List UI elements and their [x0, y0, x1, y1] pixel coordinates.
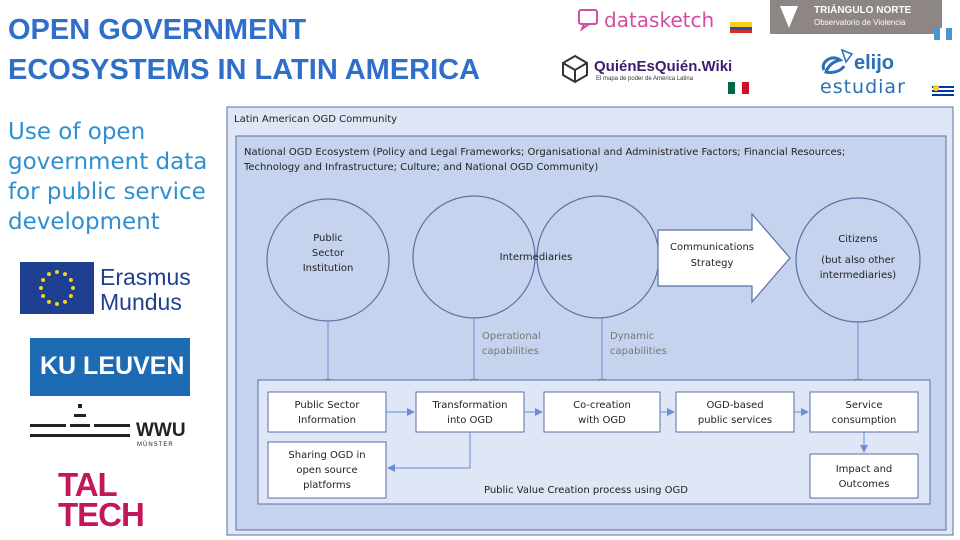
triangle-icon [780, 6, 798, 28]
pencil-e-icon [821, 48, 854, 74]
sharing-box [267, 441, 387, 499]
cube-icon [562, 54, 588, 84]
ku-leuven-logo: KU LEUVEN [30, 338, 190, 396]
eu-star [47, 272, 51, 277]
cocreation-box-text: with OGD [578, 415, 626, 426]
impact-box-text: Impact and [836, 464, 893, 475]
quienesquien-label: QuiénEsQuién.Wiki [594, 58, 733, 75]
wwu-label: WWU [136, 420, 186, 441]
transformation-box-text: into OGD [447, 415, 493, 426]
eu-star [39, 286, 43, 290]
uruguay-flag-icon [932, 84, 954, 98]
public-sector-text: Institution [303, 263, 354, 274]
dynamic-capabilities-text: Dynamic [610, 331, 654, 342]
ecosystem-line-2: Technology and Infrastructure; Culture; … [243, 162, 598, 173]
psi-box [267, 391, 387, 433]
operational-capabilities-text: Operational [482, 331, 541, 342]
impact-box [809, 453, 919, 499]
operational-capabilities-text: capabilities [482, 346, 539, 357]
transformation-box-text: Transformation [431, 400, 507, 411]
erasmus-label: Erasmus [100, 264, 191, 290]
sharing-box-text: open source [296, 465, 357, 476]
subtitle-line: for public service [8, 179, 206, 205]
public-sector-text: Sector [312, 248, 345, 259]
title-line-2: ECOSYSTEMS IN LATIN AMERICA [8, 54, 481, 86]
intermediaries-text: Intermediaries [500, 252, 573, 263]
wwu-logo: WWU MÜNSTER [30, 404, 200, 454]
cocreation-box-text: Co-creation [573, 400, 631, 411]
estudiar-label: estudiar [820, 76, 906, 98]
subtitle-line: Use of open [8, 119, 146, 145]
cocreation-box [543, 391, 661, 433]
ku-leuven-label: KU LEUVEN [40, 352, 185, 380]
mexico-flag-icon [728, 82, 749, 94]
triangulo-norte-logo: TRIÁNGULO NORTE Observatorio de Violenci… [770, 0, 942, 34]
datasketch-logo: datasketch [578, 4, 760, 38]
taltech-logo: TAL TECH [58, 466, 168, 536]
services-box-text: OGD-based [706, 400, 763, 411]
impact-box-text: Outcomes [839, 479, 890, 490]
communications-arrow [657, 212, 791, 304]
psi-box-text: Information [298, 415, 356, 426]
subtitle-line: development [8, 209, 160, 235]
citizens-text: Citizens [838, 234, 877, 245]
triangulo-subtitle: Observatorio de Violencia [814, 18, 906, 27]
triangulo-title: TRIÁNGULO NORTE [814, 5, 912, 16]
public-sector-text: Public [313, 233, 343, 244]
citizens-text: intermediaries) [820, 270, 897, 281]
munster-label: MÜNSTER [137, 442, 174, 448]
communications-text: Communications [670, 242, 754, 253]
guatemala-flag-icon [934, 28, 952, 40]
eu-star [41, 294, 46, 298]
quienesquien-tagline: El mapa de poder de América Latina [596, 76, 694, 82]
services-box-text: public services [698, 415, 772, 426]
eu-star [55, 302, 59, 306]
elijo-estudiar-logo: elijo estudiar [818, 46, 958, 104]
datasketch-label: datasketch [604, 8, 715, 32]
eu-star [55, 270, 59, 274]
eu-flag-icon [20, 262, 94, 314]
community-label: Latin American OGD Community [234, 114, 397, 125]
sharing-box-text: Sharing OGD in [288, 450, 365, 461]
subtitle-line: government data [8, 149, 208, 175]
transformation-box [415, 391, 525, 433]
title-line-1: OPEN GOVERNMENT [8, 14, 307, 46]
elijo-label: elijo [854, 52, 895, 74]
eu-star [63, 272, 67, 277]
consumption-box-text: Service [846, 400, 883, 411]
slide-subtitle: Use of open government data for public s… [8, 117, 207, 237]
sharing-box-text: platforms [303, 480, 351, 491]
services-box [675, 391, 795, 433]
communications-text: Strategy [691, 258, 734, 269]
erasmus-mundus-logo: Erasmus Mundus [20, 262, 200, 318]
quienesquien-logo: QuiénEsQuién.Wiki El mapa de poder de Am… [560, 54, 760, 100]
eu-star [71, 286, 75, 290]
eu-star [41, 278, 46, 282]
chat-bubble-icon [578, 9, 752, 33]
ogd-ecosystem-diagram: Latin American OGD Community National OG… [226, 106, 954, 536]
eu-star [68, 278, 73, 282]
taltech-line-1: TAL [58, 466, 118, 503]
psi-box-text: Public Sector [295, 400, 361, 411]
mundus-label: Mundus [100, 289, 182, 315]
eu-star [68, 294, 73, 298]
consumption-box-text: consumption [832, 415, 897, 426]
flow-arrow [387, 432, 471, 472]
eu-star [47, 299, 51, 304]
ecosystem-line-1: National OGD Ecosystem (Policy and Legal… [244, 147, 845, 158]
dynamic-capabilities-text: capabilities [610, 346, 667, 357]
process-label: Public Value Creation process using OGD [484, 485, 688, 496]
eu-star [63, 299, 67, 304]
slide-title: OPEN GOVERNMENT ECOSYSTEMS IN LATIN AMER… [8, 10, 480, 90]
wwu-lines-icon [30, 404, 130, 437]
taltech-line-2: TECH [58, 496, 145, 533]
consumption-box [809, 391, 919, 433]
citizens-text: (but also other [821, 255, 896, 266]
